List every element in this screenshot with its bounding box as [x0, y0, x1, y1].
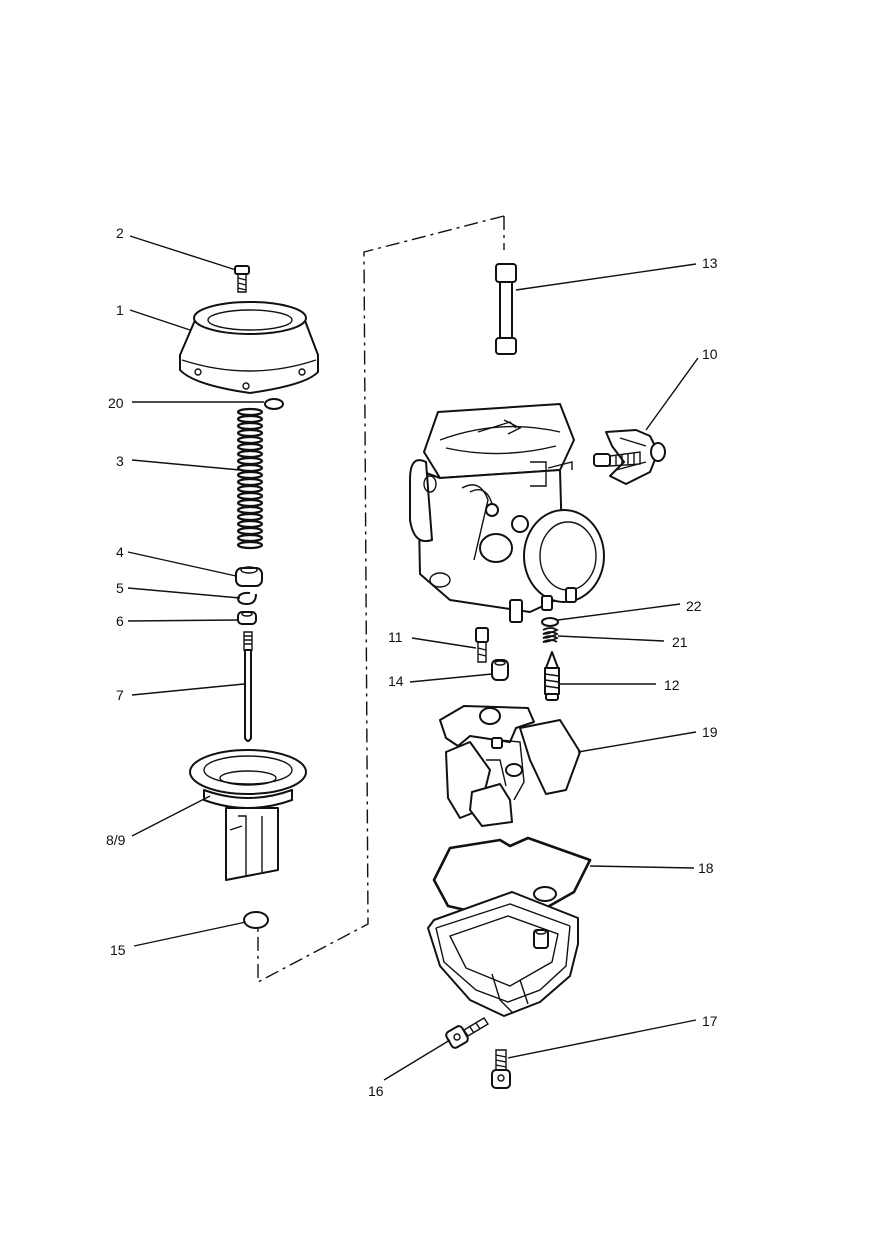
- callout-21: 21: [672, 634, 688, 650]
- assembly-boundary: [257, 215, 505, 984]
- callout-19: 19: [702, 724, 718, 740]
- part-20-o-ring: [264, 398, 284, 410]
- part-3-spring: [236, 407, 264, 550]
- callout-22: 22: [686, 598, 702, 614]
- callout-20: 20: [108, 395, 124, 411]
- part-4-spring-seat: [235, 566, 263, 587]
- part-14-plug: [491, 659, 509, 681]
- part-1-top-cover: [179, 301, 319, 394]
- callout-16: 16: [368, 1083, 384, 1099]
- part-19-float: [439, 705, 581, 827]
- callout-4: 4: [116, 544, 124, 560]
- part-16-drain-screw: [445, 1017, 489, 1049]
- part-8-9-diaphragm-and-slide: [189, 749, 307, 881]
- part-10-choke-plunger: [593, 429, 666, 485]
- callout-13: 13: [702, 255, 718, 271]
- callout-2: 2: [116, 225, 124, 241]
- callout-17: 17: [702, 1013, 718, 1029]
- part-15-plug: [243, 911, 269, 929]
- carburettor-body: [409, 403, 605, 623]
- part-11-jet: [475, 627, 489, 663]
- part-17-screw: [491, 1049, 511, 1089]
- part-7-jet-needle: [243, 631, 253, 742]
- part-12-needle-valve: [544, 651, 560, 701]
- callout-10: 10: [702, 346, 718, 362]
- callout-18: 18: [698, 860, 714, 876]
- leader-lines: [127, 235, 699, 1081]
- part-5-circlip: [236, 591, 257, 606]
- callout-15: 15: [110, 942, 126, 958]
- callout-14: 14: [388, 673, 404, 689]
- callout-5: 5: [116, 580, 124, 596]
- callout-8-9: 8/9: [106, 832, 126, 848]
- part-13-tube: [495, 263, 517, 355]
- callout-12: 12: [664, 677, 680, 693]
- callout-labels: 2 1 20 3 4 5 6 7 8/9 15 13 10 11 14 22 2…: [106, 225, 718, 1099]
- callout-11: 11: [388, 629, 403, 645]
- callout-7: 7: [116, 687, 124, 703]
- float-bowl: [427, 891, 579, 1017]
- part-6-washer: [237, 611, 257, 625]
- callout-6: 6: [116, 613, 124, 629]
- part-22-o-ring: [541, 617, 559, 627]
- callout-3: 3: [116, 453, 124, 469]
- callout-1: 1: [116, 302, 124, 318]
- part-2-screw: [234, 265, 250, 293]
- part-21-spring: [542, 627, 559, 643]
